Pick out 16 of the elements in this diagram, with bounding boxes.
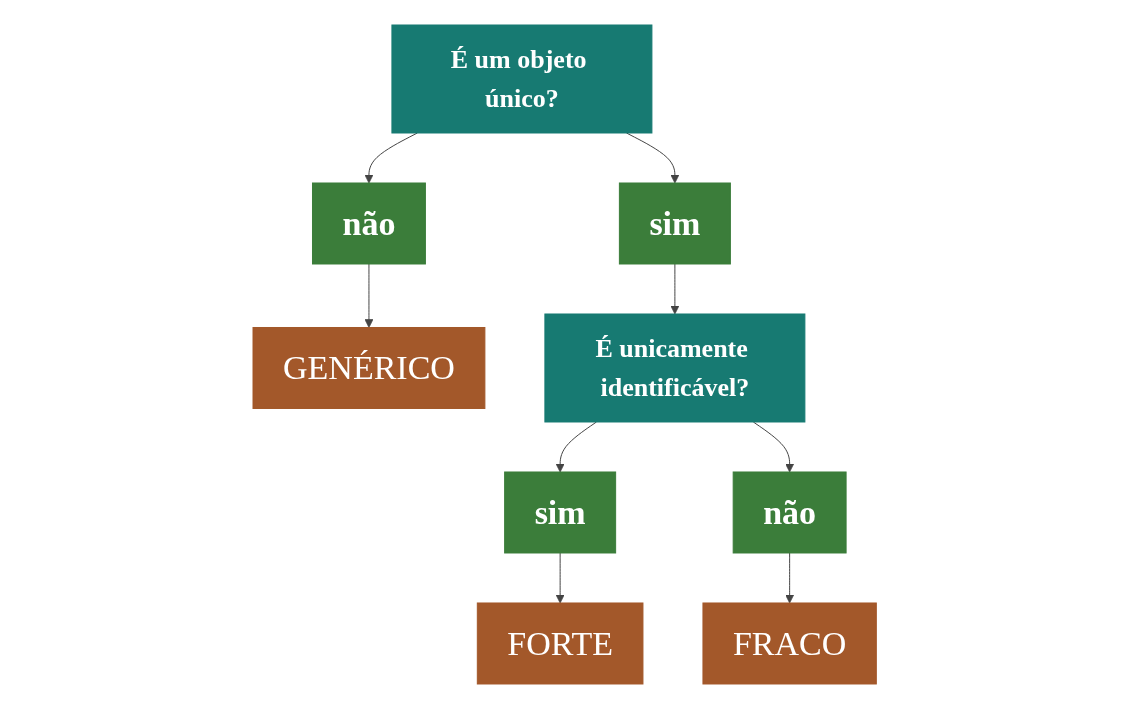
arrow bbox=[364, 263, 374, 328]
node-box: GENÉRICO bbox=[252, 326, 486, 409]
node-box: não bbox=[733, 471, 847, 553]
node-box: FORTE bbox=[477, 602, 644, 684]
arrow bbox=[785, 552, 795, 603]
arrow bbox=[626, 132, 680, 183]
node-box: É unicamente identificável? bbox=[544, 313, 806, 422]
arrow bbox=[556, 421, 598, 472]
arrow bbox=[670, 263, 680, 314]
arrow bbox=[556, 552, 565, 603]
node-box: FRACO bbox=[702, 602, 878, 684]
arrow bbox=[753, 421, 795, 472]
node-box: sim bbox=[504, 471, 617, 553]
node-box: É um objeto único? bbox=[391, 24, 653, 133]
node-box: não bbox=[312, 182, 427, 264]
node-box: sim bbox=[619, 182, 732, 264]
